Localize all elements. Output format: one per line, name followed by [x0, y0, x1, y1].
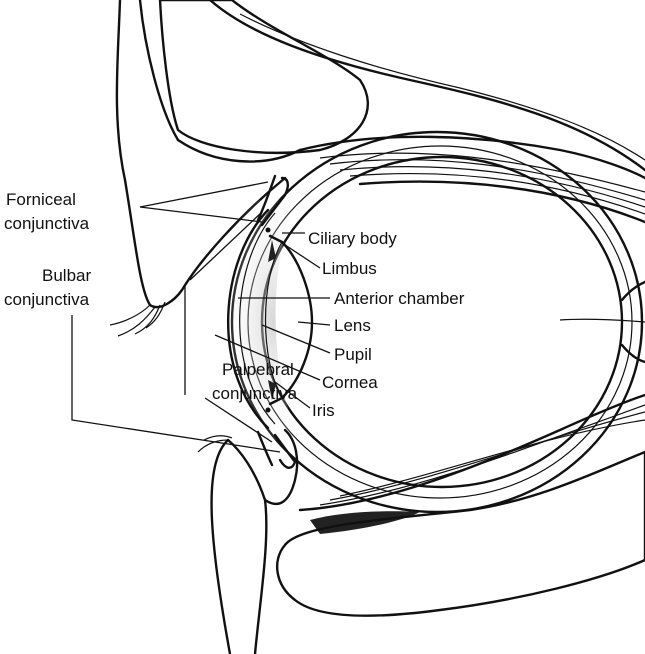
label-anterior-chamber: Anterior chamber — [334, 289, 465, 308]
label-forniceal-line1: Forniceal — [6, 190, 76, 209]
leader-lens — [298, 322, 330, 325]
label-iris: Iris — [312, 401, 335, 420]
label-ciliary-body: Ciliary body — [308, 229, 397, 248]
label-palpebral-line1: Palpebral — [222, 360, 294, 379]
label-pupil: Pupil — [334, 345, 372, 364]
eye-globe — [211, 132, 642, 512]
label-lens: Lens — [334, 316, 371, 335]
label-bulbar-line1: Bulbar — [42, 266, 91, 285]
label-cornea: Cornea — [322, 373, 378, 392]
upper-orbital-bone — [160, 0, 645, 170]
lower-orbital-bone — [277, 452, 645, 616]
label-bulbar-line2: conjunctiva — [4, 290, 90, 309]
label-palpebral-line2: conjunctiva — [212, 384, 298, 403]
label-forniceal-line2: conjunctiva — [4, 214, 90, 233]
label-limbus: Limbus — [322, 259, 377, 278]
